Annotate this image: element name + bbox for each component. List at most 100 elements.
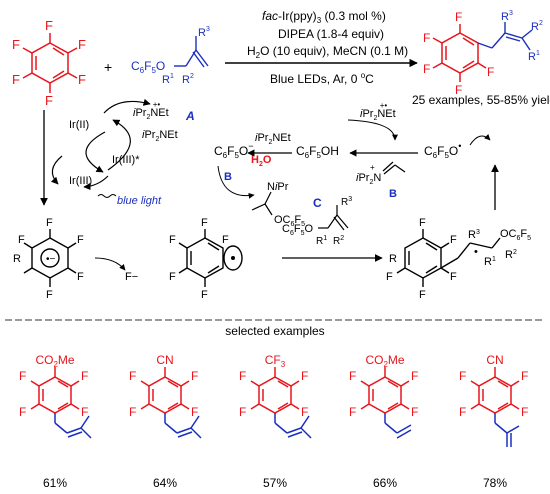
fluorine-label: F [191, 405, 198, 419]
fluorine-label: F [129, 405, 136, 419]
hexafluorobenzene [22, 33, 78, 93]
water-label: H2O [251, 154, 272, 168]
fluorine-label: F [411, 369, 418, 383]
fluorine-label: F [239, 369, 246, 383]
label-B-iminium: B [389, 188, 397, 200]
svg-text:F: F [46, 289, 53, 301]
svg-text:R3: R3 [341, 196, 352, 208]
svg-text:F: F [12, 37, 20, 52]
catalytic-cycle [50, 98, 151, 191]
svg-text:F: F [222, 234, 229, 246]
yield-label: 64% [153, 476, 177, 490]
svg-text:F: F [455, 83, 462, 97]
label-B-anion: B [224, 171, 232, 183]
selected-examples-label: selected examples [225, 324, 324, 338]
svg-text:F: F [487, 65, 494, 79]
svg-text:F: F [77, 234, 84, 246]
svg-text:F: F [419, 217, 426, 229]
fluorine-label: F [301, 405, 308, 419]
yield-label: 66% [373, 476, 397, 490]
scope-label: 25 examples, 55-85% yield [412, 93, 550, 107]
svg-text:C6F5O: C6F5O [282, 223, 314, 237]
svg-text:H2O (10 equiv), MeCN (0.1 M): H2O (10 equiv), MeCN (0.1 M) [247, 44, 408, 60]
svg-text:F: F [77, 271, 84, 283]
product-general: F F F F F R3 R2 R1 [423, 10, 543, 97]
label-C: C [313, 196, 322, 210]
label-A: A [185, 109, 195, 123]
fluorine-label: F [301, 369, 308, 383]
fluorine-label: F [411, 405, 418, 419]
substrate-above-arrow: C6F5O R3 R1 R2 [282, 196, 352, 247]
svg-text:F: F [386, 271, 393, 283]
para-substituent: CO2Me [35, 353, 74, 369]
svg-text:F: F [201, 217, 208, 229]
hexafluorobenzene-f-labels: F F F F F F [12, 18, 86, 108]
radical-anion-intermediate: •− F F F F R F [13, 217, 84, 301]
arrow-radical-release [469, 134, 491, 146]
svg-text:F: F [18, 234, 25, 246]
svg-text:F: F [450, 234, 457, 246]
fluorine-label: F [349, 405, 356, 419]
svg-text:R1: R1 [528, 50, 540, 63]
fluorine-label: F [521, 369, 528, 383]
amine-radical-cation: iPr2NEt+• [133, 100, 169, 121]
svg-text:F: F [423, 62, 430, 76]
yield-label: 61% [43, 476, 67, 490]
iminium-B: iPr2N + B [356, 161, 406, 200]
svg-text:F: F [45, 93, 53, 108]
svg-text:F: F [46, 217, 53, 229]
yield-label: 78% [483, 476, 507, 490]
svg-text:R: R [13, 253, 21, 265]
light-wave-icon [97, 194, 117, 198]
radical-adduct: F F F F F R R3 • OC6F5 R2 R1 [386, 217, 531, 301]
svg-text:R2: R2 [333, 235, 344, 247]
fluorine-label: F [349, 369, 356, 383]
para-substituent: CN [156, 353, 173, 367]
svg-text:+: + [370, 163, 375, 172]
svg-text:R: R [389, 253, 397, 265]
svg-text:R2: R2 [531, 20, 543, 33]
svg-text:OC6F5: OC6F5 [274, 214, 305, 228]
svg-text:R3: R3 [501, 10, 513, 23]
fluorine-label: F [81, 369, 88, 383]
ir-ii-label: Ir(II) [69, 119, 89, 131]
para-substituent: CN [486, 353, 503, 367]
amine-radical-cation-2: iPr2NEt+• [360, 101, 396, 122]
fluorine-label: F [19, 369, 26, 383]
para-substituent: CO2Me [365, 353, 404, 369]
svg-text:R1: R1 [162, 73, 174, 86]
svg-text:R2: R2 [182, 73, 194, 86]
ir-iii-star-label: Ir(III)* [112, 154, 140, 166]
svg-text:OC6F5: OC6F5 [500, 228, 531, 242]
svg-text:F: F [45, 18, 53, 33]
svg-text:F: F [169, 234, 176, 246]
svg-text:F: F [455, 10, 462, 24]
svg-text:F: F [450, 271, 457, 283]
svg-text:R1: R1 [484, 256, 496, 268]
blue-light-label: blue light [117, 195, 162, 207]
svg-text:F: F [423, 31, 430, 45]
c6f5oh-label: C6F5OH [296, 144, 339, 160]
svg-text:fac-Ir(ppy)3 (0.3 mol %): fac-Ir(ppy)3 (0.3 mol %) [262, 9, 386, 25]
fluorine-label: F [191, 369, 198, 383]
svg-text:•−: •− [46, 254, 56, 265]
aryloxy-radical-label: C6F5O• [424, 141, 461, 160]
svg-text:C6F5O: C6F5O [131, 59, 165, 75]
intermediate-C: NiPr OC6F5 C [217, 165, 322, 228]
amine-free-label: iPr2NEt [255, 132, 291, 146]
svg-text:R1: R1 [316, 235, 327, 247]
fluorine-label: F [459, 405, 466, 419]
svg-text:F: F [201, 289, 208, 301]
example-4: F F F F CO2Me 66% [349, 353, 418, 490]
svg-text:F: F [78, 37, 86, 52]
svg-text:F: F [169, 271, 176, 283]
svg-text:F: F [419, 289, 426, 301]
reaction-conditions: fac-Ir(ppy)3 (0.3 mol %) DIPEA (1.8-4 eq… [247, 9, 408, 86]
examples-row: FFFFCO2Me61%FFFFCN64%FFFFCF357%FFFFCO2Me… [19, 353, 528, 490]
para-substituent: CF3 [265, 353, 286, 369]
svg-text:R3: R3 [198, 26, 210, 39]
